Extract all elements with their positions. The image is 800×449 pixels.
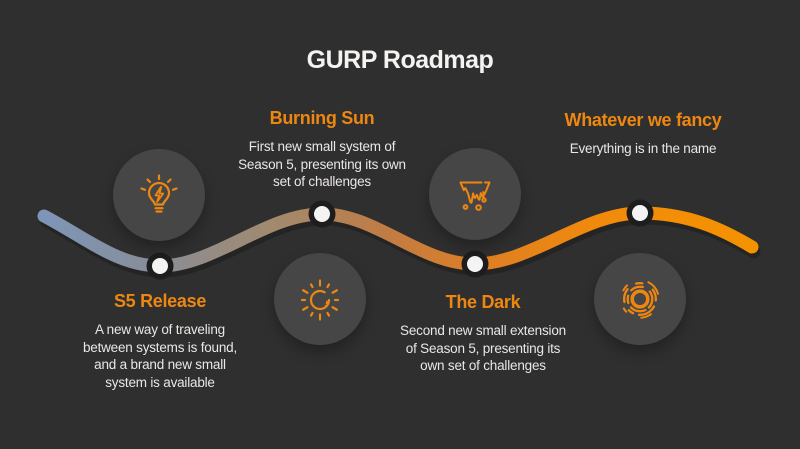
lightbulb-idea-icon	[140, 174, 178, 213]
milestone-dot	[461, 250, 489, 278]
milestone-s5-release: S5 Release A new way of traveling betwee…	[45, 291, 275, 391]
node-s5-release	[113, 149, 205, 241]
milestone-burning-sun: Burning Sun First new small system of Se…	[207, 108, 437, 191]
melting-drip-icon	[459, 181, 491, 211]
milestone-title: The Dark	[445, 292, 521, 312]
milestone-description: A new way of traveling between systems i…	[82, 322, 238, 390]
milestone-the-dark: The Dark Second new small extension of S…	[368, 292, 598, 375]
milestone-description: First new small system of Season 5, pres…	[238, 139, 406, 189]
sun-icon	[300, 279, 340, 321]
milestone-title: Burning Sun	[269, 108, 375, 128]
milestone-dot	[626, 199, 654, 227]
milestone-title: Whatever we fancy	[564, 110, 722, 130]
node-whatever-we-fancy	[594, 253, 686, 345]
page-title: GURP Roadmap	[306, 46, 494, 74]
node-burning-sun	[274, 253, 366, 345]
milestone-dot	[308, 200, 336, 228]
milestone-whatever-we-fancy: Whatever we fancy Everything is in the n…	[528, 110, 758, 158]
swirl-portal-icon	[620, 279, 660, 319]
milestone-title: S5 Release	[113, 291, 207, 311]
milestone-description: Second new small extension of Season 5, …	[400, 323, 566, 373]
milestone-dot	[146, 252, 174, 280]
milestone-description: Everything is in the name	[569, 141, 717, 156]
node-the-dark	[429, 148, 521, 240]
